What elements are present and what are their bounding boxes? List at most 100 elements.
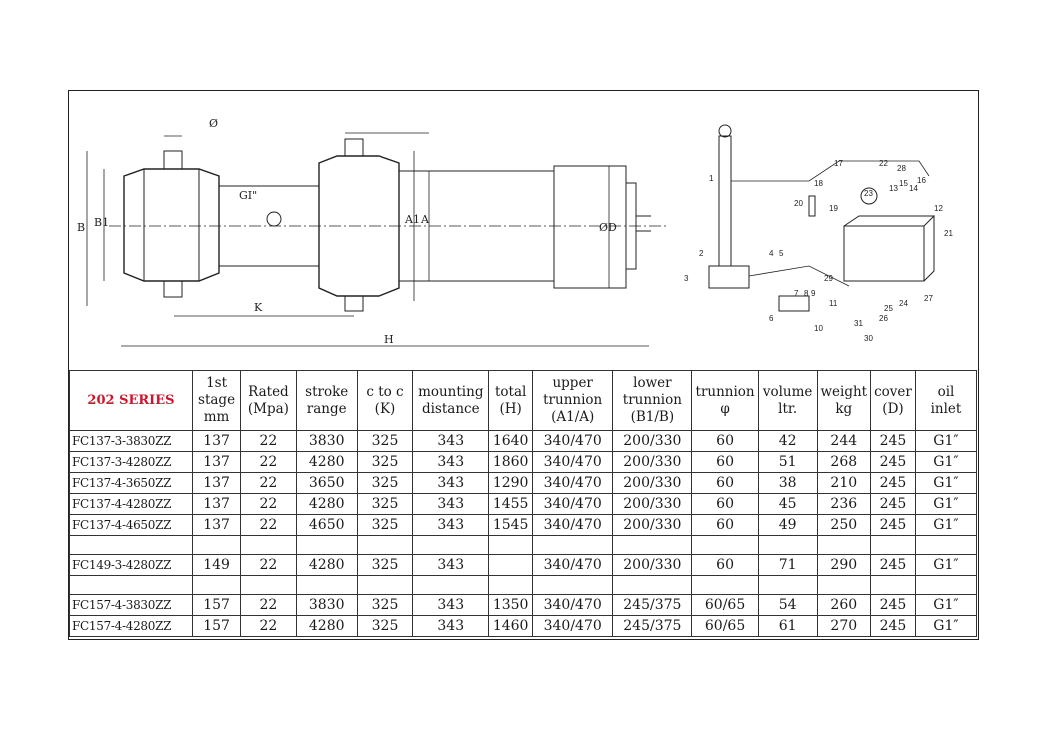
table-cell: 245 xyxy=(870,451,916,473)
table-cell: 1545 xyxy=(488,514,534,536)
empty-cell xyxy=(914,535,978,555)
empty-cell xyxy=(488,535,534,555)
empty-cell xyxy=(295,535,358,555)
table-cell: 51 xyxy=(757,451,818,473)
column-header: c to c(K) xyxy=(356,370,414,431)
table-cell: 200/330 xyxy=(612,493,693,515)
part-callout: 30 xyxy=(864,334,873,343)
part-callout: 12 xyxy=(934,204,943,213)
table-cell: 343 xyxy=(412,472,490,494)
table-cell: 270 xyxy=(816,615,872,637)
table-cell: 22 xyxy=(240,493,297,515)
model-cell: FC137-4-4650ZZ xyxy=(69,514,193,536)
table-cell: 60/65 xyxy=(691,594,759,616)
table-cell: 137 xyxy=(191,493,242,515)
part-callout: 20 xyxy=(794,199,803,208)
table-cell: 340/470 xyxy=(532,554,614,576)
table-cell: 340/470 xyxy=(532,594,614,616)
a1-label: A1 xyxy=(404,213,420,226)
table-cell: 268 xyxy=(816,451,872,473)
table-cell: 250 xyxy=(816,514,872,536)
table-cell: 60 xyxy=(691,472,759,494)
h-label: H xyxy=(384,333,394,346)
table-cell: 54 xyxy=(757,594,818,616)
part-callout: 6 xyxy=(769,314,774,323)
table-cell: 38 xyxy=(757,472,818,494)
empty-cell xyxy=(240,535,297,555)
table-cell: 1290 xyxy=(488,472,534,494)
b-label: B xyxy=(77,221,85,234)
part-callout: 5 xyxy=(779,249,784,258)
part-callout: 14 xyxy=(909,184,918,193)
table-cell: 340/470 xyxy=(532,615,614,637)
spacer-row xyxy=(69,575,978,595)
model-cell: FC157-4-4280ZZ xyxy=(69,615,193,637)
table-cell: 22 xyxy=(240,514,297,536)
gi-label: GI" xyxy=(239,189,257,202)
model-cell: FC137-4-4280ZZ xyxy=(69,493,193,515)
table-cell: 325 xyxy=(356,472,414,494)
table-cell: 245 xyxy=(870,430,916,452)
table-cell: 245 xyxy=(870,493,916,515)
column-header: cover(D) xyxy=(870,370,916,431)
empty-cell xyxy=(488,575,534,595)
phi-label: Ø xyxy=(209,117,218,130)
table-cell: 4280 xyxy=(295,451,358,473)
table-cell: 200/330 xyxy=(612,451,693,473)
table-cell: 340/470 xyxy=(532,493,614,515)
table-cell: 149 xyxy=(191,554,242,576)
part-callout: 26 xyxy=(879,314,888,323)
table-cell: 245 xyxy=(870,514,916,536)
table-cell: 325 xyxy=(356,615,414,637)
table-cell: 340/470 xyxy=(532,472,614,494)
part-callout: 27 xyxy=(924,294,933,303)
table-cell: 60 xyxy=(691,514,759,536)
table-cell: 210 xyxy=(816,472,872,494)
part-callout: 3 xyxy=(684,274,689,283)
table-cell xyxy=(488,554,534,576)
part-callout: 24 xyxy=(899,299,908,308)
empty-cell xyxy=(191,575,242,595)
model-cell: FC157-4-3830ZZ xyxy=(69,594,193,616)
table-cell: 343 xyxy=(412,493,490,515)
model-cell: FC137-3-4280ZZ xyxy=(69,451,193,473)
empty-cell xyxy=(412,535,490,555)
table-cell: 137 xyxy=(191,472,242,494)
table-cell: 245/375 xyxy=(612,615,693,637)
empty-cell xyxy=(356,535,414,555)
table-cell: G1″ xyxy=(914,472,978,494)
part-callout: 19 xyxy=(829,204,838,213)
part-callout: 22 xyxy=(879,159,888,168)
column-header: Rated(Mpa) xyxy=(240,370,297,431)
table-cell: 200/330 xyxy=(612,430,693,452)
table-cell: G1″ xyxy=(914,615,978,637)
table-cell: 290 xyxy=(816,554,872,576)
table-cell: 343 xyxy=(412,554,490,576)
table-cell: 60 xyxy=(691,554,759,576)
table-cell: 22 xyxy=(240,615,297,637)
table-cell: 60 xyxy=(691,451,759,473)
table-cell: 3650 xyxy=(295,472,358,494)
empty-cell xyxy=(612,535,693,555)
table-cell: 340/470 xyxy=(532,430,614,452)
table-cell: 60/65 xyxy=(691,615,759,637)
table-cell: 200/330 xyxy=(612,514,693,536)
table-cell: 325 xyxy=(356,493,414,515)
table-cell: 61 xyxy=(757,615,818,637)
table-cell: G1″ xyxy=(914,451,978,473)
table-cell: 60 xyxy=(691,430,759,452)
empty-cell xyxy=(816,535,872,555)
part-callout: 2 xyxy=(699,249,704,258)
